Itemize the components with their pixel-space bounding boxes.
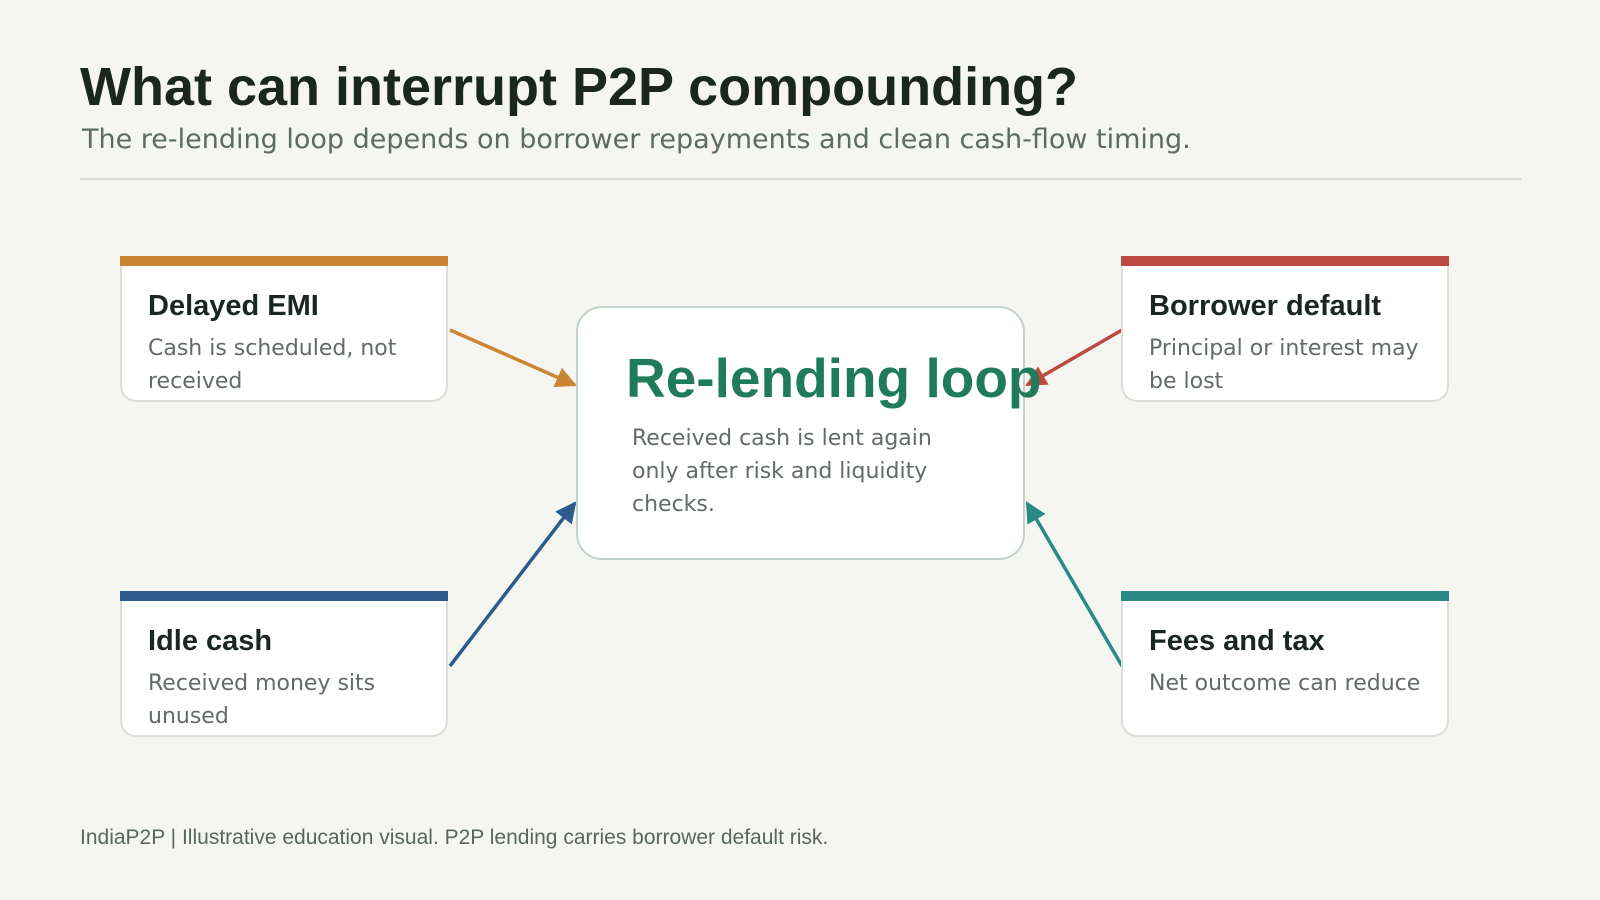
card-text: Received money sits unused	[148, 671, 376, 729]
center-node-relending-loop: Re-lending loop Received cash is lent ag…	[576, 306, 1042, 560]
card-title: Idle cash	[148, 625, 273, 657]
footer-disclaimer: IndiaP2P | Illustrative education visual…	[80, 826, 829, 849]
card-text: Cash is scheduled, not received	[148, 336, 397, 394]
card-accent-bar	[120, 256, 448, 266]
header-divider	[80, 178, 1521, 180]
card-text: Principal or interest may be lost	[1149, 336, 1419, 394]
arrow-borrower-default	[1025, 328, 1123, 387]
card-text: Net outcome can reduce	[1149, 671, 1421, 696]
factor-card-fees-and-tax: Fees and tax Net outcome can reduce	[1121, 591, 1449, 737]
factor-card-borrower-default: Borrower default Principal or interest m…	[1121, 256, 1449, 402]
arrow-fees-and-tax	[1025, 501, 1124, 667]
center-text: Received cash is lent again only after r…	[632, 426, 932, 517]
center-title: Re-lending loop	[626, 347, 1042, 409]
card-accent-bar	[1121, 591, 1449, 601]
page-title: What can interrupt P2P compounding?	[80, 57, 1079, 117]
factor-card-delayed-emi: Delayed EMI Cash is scheduled, not recei…	[120, 256, 448, 402]
arrow-delayed-emi	[449, 328, 577, 387]
card-title: Borrower default	[1149, 290, 1382, 322]
card-title: Fees and tax	[1149, 625, 1325, 657]
arrow-idle-cash	[448, 501, 577, 668]
card-title: Delayed EMI	[148, 290, 319, 322]
card-accent-bar	[1121, 256, 1449, 266]
page-subtitle: The re-lending loop depends on borrower …	[82, 124, 1191, 155]
card-accent-bar	[120, 591, 448, 601]
factor-card-idle-cash: Idle cash Received money sits unused	[120, 591, 448, 737]
